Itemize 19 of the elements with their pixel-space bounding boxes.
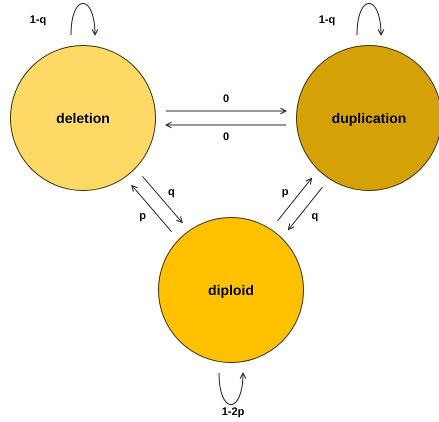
arrow [70, 3, 98, 36]
state-label: deletion [56, 110, 110, 126]
edge-label: 1-q [318, 14, 336, 26]
state-label: diploid [208, 282, 254, 298]
edge-label: 1-2p [220, 406, 246, 418]
arrow [131, 184, 172, 232]
edge-label: 0 [222, 130, 230, 144]
arrow [356, 3, 384, 36]
state-label: duplication [332, 110, 406, 126]
arrow [276, 178, 312, 222]
edge-label: 0 [222, 92, 230, 106]
arrow [218, 372, 246, 405]
edge-label: 1-q [28, 14, 48, 26]
edge-label: p [280, 186, 290, 198]
arrow [142, 176, 183, 224]
arrow [166, 108, 287, 114]
arrow [165, 122, 286, 128]
edge-label: p [138, 210, 147, 222]
arrow [288, 186, 324, 230]
